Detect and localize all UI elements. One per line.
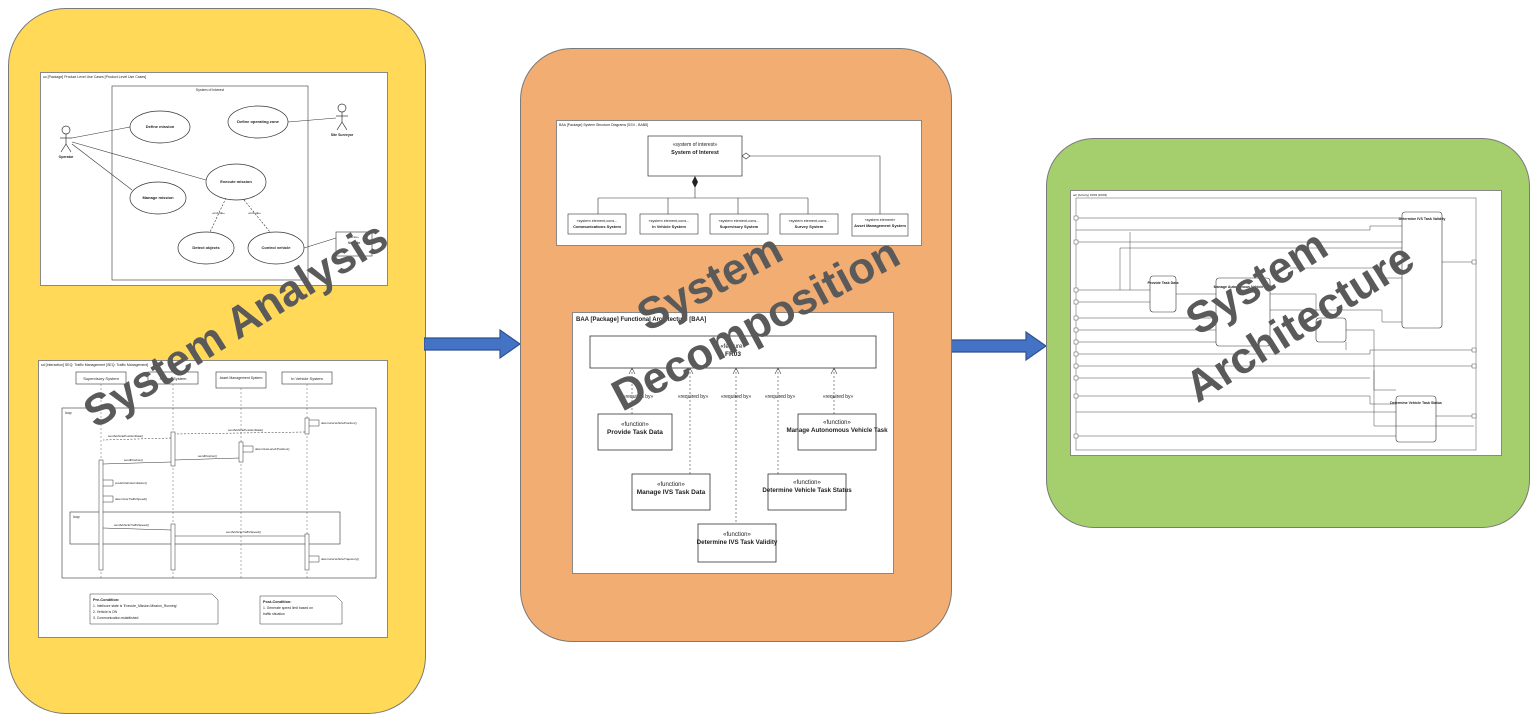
svg-text:Manage Autonomous Vehicle Task: Manage Autonomous Vehicle Task [1214,285,1273,289]
svg-text:BAA [Package] System Structure: BAA [Package] System Structure Diagrams … [559,123,648,127]
svg-text:«include»: «include» [248,211,261,215]
svg-text:1. Intelicore state is 'Execut: 1. Intelicore state is 'Execute_Mission.… [93,604,177,608]
svg-text:Asset Management System: Asset Management System [220,376,263,380]
svg-text:«system element,cons...: «system element,cons... [577,219,618,223]
svg-text:sendPosition(): sendPosition() [198,454,217,458]
svg-text:Manage Autonomous Vehicle Task: Manage Autonomous Vehicle Task [786,427,888,434]
uc-frame-title: uc [Package] Product Level Use Cases [Pr… [43,75,146,79]
svg-text:Supervisory System: Supervisory System [720,224,759,229]
svg-text:loop: loop [65,411,72,415]
svg-text:«feature»: «feature» [720,344,746,350]
svg-text:«system element,cons...: «system element,cons... [719,219,760,223]
svg-text:Site Surveyor: Site Surveyor [331,133,354,137]
arrow-analysis-to-decomposition [424,328,522,360]
svg-text:«function»: «function» [823,420,851,426]
system-structure-diagram: BAA [Package] System Structure Diagrams … [556,120,922,246]
svg-text:Define operating zone: Define operating zone [237,119,280,124]
svg-text:«function»: «function» [793,480,821,486]
svg-text:determineVehiclePosition(): determineVehiclePosition() [321,421,357,425]
svg-text:«actor»: «actor» [349,235,359,239]
svg-text:sendVehicleTrafficSpeed(): sendVehicleTrafficSpeed() [226,530,261,534]
sd-frame-title: sd [Interaction] SEQ: Traffic Management… [41,363,148,367]
svg-text:«required by»: «required by» [765,394,796,400]
svg-text:System of Interest: System of Interest [671,150,719,156]
svg-text:Asset Management System: Asset Management System [854,223,906,228]
svg-text:loop: loop [73,515,80,519]
svg-text:sendVehiclePositionData(): sendVehiclePositionData() [228,428,263,432]
svg-text:Vehicle: Vehicle [348,241,360,245]
svg-text:sendVehicleTrafficSpeed(): sendVehicleTrafficSpeed() [114,523,149,527]
svg-text:Detect objects: Detect objects [192,245,220,250]
svg-text:«system element»: «system element» [865,218,896,222]
svg-text:determineTrafficSpeed(): determineTrafficSpeed() [115,497,147,501]
svg-text:«required by»: «required by» [823,394,854,400]
svg-text:«function»: «function» [657,482,685,488]
activity-diagram: act [Activity] FR03 [FR03] Determine IVS… [1070,190,1502,456]
svg-text:determineLaneFPosition(): determineLaneFPosition() [255,447,290,451]
svg-text:2. Vehicle is ON: 2. Vehicle is ON [93,610,118,614]
svg-text:«function»: «function» [723,532,751,538]
site-surveyor-actor [336,103,348,131]
svg-text:Provide Task Data: Provide Task Data [1148,281,1180,285]
svg-text:«include»: «include» [212,211,225,215]
svg-text:«system element,cons...: «system element,cons... [789,219,830,223]
svg-text:Post-Condition:: Post-Condition: [263,600,291,604]
svg-text:Execute mission: Execute mission [220,179,252,184]
svg-text:«required by»: «required by» [678,394,709,400]
svg-text:Provide Task Data: Provide Task Data [607,429,663,436]
functional-architecture-diagram: BAA [Package] Functional Architecture [B… [572,312,894,574]
svg-text:Manage mission: Manage mission [142,195,174,200]
svg-text:Communications System: Communications System [573,224,621,229]
svg-text:In Vehicle System: In Vehicle System [652,224,686,229]
svg-text:«system element,cons...: «system element,cons... [649,219,690,223]
use-case-diagram: uc [Package] Product Level Use Cases [Pr… [40,72,388,286]
arrow-decomposition-to-architecture [948,330,1048,362]
svg-text:System of Interest: System of Interest [196,88,224,92]
svg-text:Determine Vehicle Task Status: Determine Vehicle Task Status [1390,401,1442,405]
svg-text:Operator: Operator [59,155,74,159]
svg-text:Survey System: Survey System [160,376,188,381]
svg-text:Pre-Condition:: Pre-Condition: [93,598,119,602]
svg-text:Define mission: Define mission [146,124,175,129]
svg-text:act [Activity] FR03 [FR03]: act [Activity] FR03 [FR03] [1073,193,1107,197]
svg-text:1. Generate speed limit based: 1. Generate speed limit based on [263,606,313,610]
svg-text:predictVehicleCollision(): predictVehicleCollision() [115,481,147,485]
svg-text:determineVehicleTrajectory(): determineVehicleTrajectory() [321,557,359,561]
svg-text:sendPosition(): sendPosition() [124,458,143,462]
svg-text:Determine Vehicle Task Status: Determine Vehicle Task Status [762,487,852,494]
svg-text:Determine IVS Task Validity: Determine IVS Task Validity [697,539,778,546]
svg-text:BAA [Package] Functional Archi: BAA [Package] Functional Architecture [B… [576,317,706,323]
svg-text:FR03: FR03 [725,351,741,358]
svg-text:Control vehicle: Control vehicle [262,245,292,250]
svg-text:In Vehicle System: In Vehicle System [291,376,323,381]
svg-text:«required by»: «required by» [623,394,654,400]
svg-text:«function»: «function» [621,422,649,428]
svg-text:Supervisory System: Supervisory System [83,376,119,381]
svg-text:3. Communication established: 3. Communication established [93,616,139,620]
svg-text:sendVehiclePositionData(): sendVehiclePositionData() [108,434,143,438]
svg-text:«system of interest»: «system of interest» [673,142,718,148]
svg-text:Determine IVS Task Validity: Determine IVS Task Validity [1399,217,1446,221]
operator-actor [60,125,72,153]
svg-text:traffic situation: traffic situation [263,612,285,616]
svg-text:Survey System: Survey System [795,224,824,229]
sequence-diagram: sd [Interaction] SEQ: Traffic Management… [38,360,388,638]
svg-text:«required by»: «required by» [721,394,752,400]
svg-text:Manage IVS Task Data: Manage IVS Task Data [637,489,706,496]
